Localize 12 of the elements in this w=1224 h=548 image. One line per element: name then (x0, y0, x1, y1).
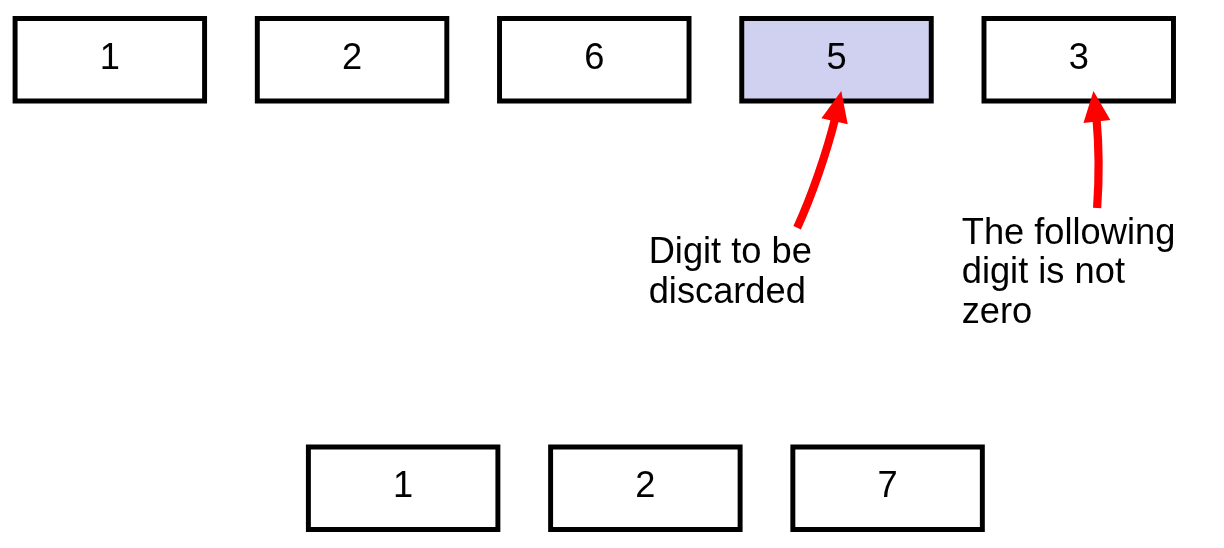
node-box: 5 (739, 16, 934, 104)
node-box: 7 (790, 444, 985, 532)
node-text: The following digit is not zero (961, 210, 1176, 331)
node-box: 6 (497, 16, 692, 104)
arrow (793, 91, 848, 230)
node-box: 3 (981, 16, 1176, 104)
node-box: 1 (305, 444, 501, 532)
node-box: 1 (12, 16, 208, 104)
node-box: 2 (548, 444, 743, 532)
node-box: 2 (254, 16, 450, 104)
arrow (1083, 90, 1111, 209)
node-text: Digit to be discarded (648, 230, 812, 311)
